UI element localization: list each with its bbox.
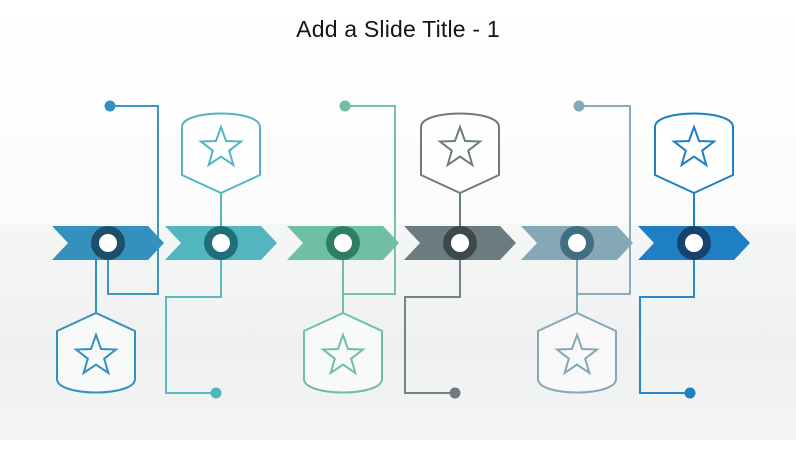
node-center-step-3	[334, 234, 352, 252]
connector-line-step-5	[576, 105, 631, 295]
node-center-step-6	[685, 234, 703, 252]
connector-line-step-1	[107, 105, 159, 295]
connector-line-step-6	[639, 260, 695, 394]
connector-line-step-2	[165, 260, 222, 394]
badges-layer	[56, 112, 734, 394]
connector-dot-step-5	[573, 100, 585, 112]
connector-line-step-3	[342, 105, 396, 295]
connector-dot-step-1	[104, 100, 116, 112]
star-outline-icon-step-1	[73, 332, 119, 376]
connector-dot-step-6	[684, 387, 696, 399]
badge-shield-step-3[interactable]	[303, 312, 383, 394]
badge-shield-step-6[interactable]	[654, 112, 734, 194]
chevrons-layer	[52, 226, 750, 260]
connector-dot-step-4	[449, 387, 461, 399]
connector-dot-step-3	[339, 100, 351, 112]
star-outline-icon-step-4	[437, 124, 483, 168]
badge-shield-step-2[interactable]	[181, 112, 261, 194]
connector-dot-step-2	[210, 387, 222, 399]
badge-shield-step-1[interactable]	[56, 312, 136, 394]
slide-title[interactable]: Add a Slide Title - 1	[296, 16, 500, 42]
node-center-step-1	[99, 234, 117, 252]
badge-shield-step-4[interactable]	[420, 112, 500, 194]
node-center-step-5	[568, 234, 586, 252]
badge-shield-step-5[interactable]	[537, 312, 617, 394]
node-center-step-2	[212, 234, 230, 252]
star-outline-icon-step-5	[554, 332, 600, 376]
connector-lines-layer	[95, 100, 696, 399]
connector-line-step-4	[404, 260, 461, 394]
star-outline-icon-step-6	[671, 124, 717, 168]
node-center-step-4	[451, 234, 469, 252]
nodes-layer	[91, 226, 711, 260]
star-outline-icon-step-2	[198, 124, 244, 168]
star-outline-icon-step-3	[320, 332, 366, 376]
